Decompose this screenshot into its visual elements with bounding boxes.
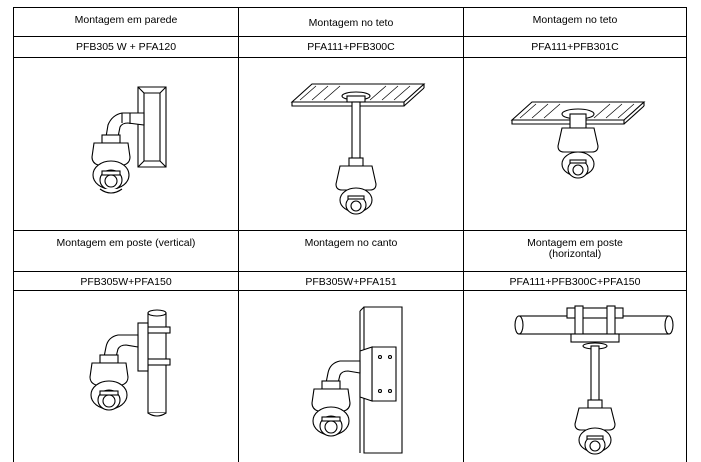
header-ceiling-mount-1: Montagem no teto: [308, 17, 394, 29]
table-row-divider: [13, 57, 686, 58]
header-pole-horizontal-line2: (horizontal): [548, 248, 602, 260]
pole-horizontal-camera-icon: [514, 305, 674, 455]
pole-horizontal-camera-illustration: [505, 296, 685, 462]
pole-vertical-camera-icon: [89, 309, 171, 417]
table-border-top: [13, 7, 686, 8]
model-ceiling-mount-1: PFA111+PFB300C: [307, 41, 395, 53]
table-column-divider: [238, 7, 239, 462]
wall-mount-camera-icon: [91, 86, 167, 194]
header-ceiling-mount-2: Montagem no teto: [532, 14, 618, 26]
corner-mount-camera-icon: [311, 306, 403, 454]
header-pole-horizontal-line1: Montagem em poste: [527, 237, 623, 249]
wall-mount-camera-illustration: [60, 85, 200, 205]
corner-mount-camera-illustration: [290, 305, 420, 455]
ceiling-pendant-camera-icon: [290, 83, 426, 215]
model-corner-mount: PFB305W+PFA151: [305, 276, 397, 288]
table-row-divider: [13, 271, 686, 272]
model-pole-vertical: PFB305W+PFA150: [80, 276, 172, 288]
ceiling-pendant-camera-illustration: [290, 66, 430, 226]
pole-vertical-camera-illustration: [70, 305, 190, 455]
model-ceiling-mount-2: PFA111+PFB301C: [531, 41, 619, 53]
header-corner-mount: Montagem no canto: [304, 237, 398, 249]
table-column-divider: [463, 7, 464, 462]
ceiling-flush-camera-illustration: [510, 90, 650, 210]
table-border-left: [13, 7, 14, 462]
header-wall-mount: Montagem em parede: [74, 14, 178, 26]
model-wall-mount: PFB305 W + PFA120: [75, 41, 177, 53]
table-border-right: [686, 7, 687, 462]
model-pole-horizontal: PFA111+PFB300C+PFA150: [509, 276, 641, 288]
header-pole-vertical: Montagem em poste (vertical): [56, 237, 196, 249]
table-row-divider: [13, 290, 686, 291]
table-row-divider: [13, 230, 686, 231]
table-row-divider: [13, 36, 686, 37]
ceiling-flush-camera-icon: [510, 101, 646, 179]
